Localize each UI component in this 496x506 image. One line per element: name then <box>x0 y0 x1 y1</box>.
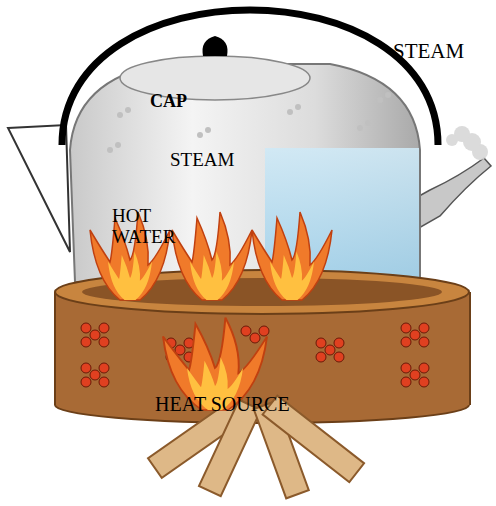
lid-knob <box>203 36 228 56</box>
kettle-spout <box>412 158 491 232</box>
heat-source-label: HEAT SOURCE <box>155 393 290 415</box>
steam-label: STEAM <box>170 150 234 171</box>
kettle-lid <box>120 56 310 100</box>
cap-label: CAP <box>150 92 187 112</box>
hot-water-label: HOT WATER <box>112 206 192 248</box>
steam-label: STEAM <box>393 40 464 63</box>
steam-marks <box>107 92 391 153</box>
steam-puff <box>446 126 488 160</box>
